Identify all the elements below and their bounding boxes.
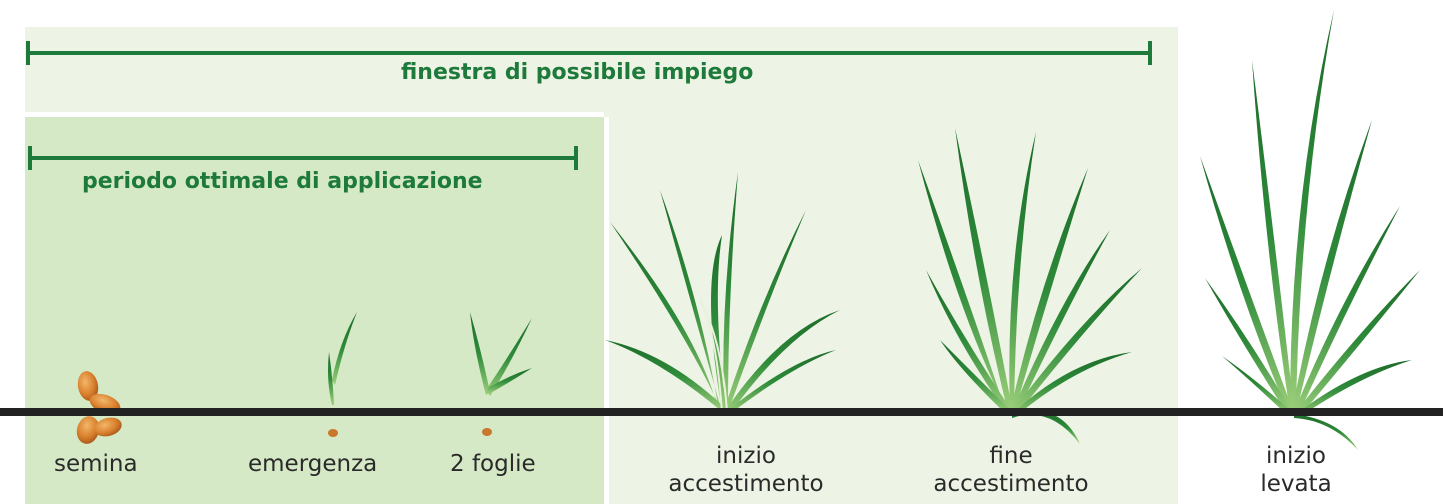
stage-label-line: inizio xyxy=(1266,443,1326,469)
stage-label-line: accestimento xyxy=(668,471,824,497)
stage-label-line: accestimento xyxy=(933,471,1089,497)
seedling-icon xyxy=(470,312,532,436)
ground-line xyxy=(0,408,1443,416)
stage-label-inizio-accestimento: inizio accestimento xyxy=(606,442,886,498)
stage-label-emergenza: emergenza xyxy=(248,451,378,477)
stage-label-2-foglie: 2 foglie xyxy=(450,451,536,477)
wheat-plant-icon xyxy=(918,128,1142,444)
window-range-label: finestra di possibile impiego xyxy=(401,60,754,85)
wheat-plant-icon xyxy=(1200,10,1420,450)
optimal-range-bar xyxy=(28,146,578,170)
wheat-plant-icon xyxy=(605,172,840,414)
stage-label-inizio-levata: inizio levata xyxy=(1236,442,1356,498)
optimal-range-label: periodo ottimale di applicazione xyxy=(82,169,483,194)
stage-label-semina: semina xyxy=(54,451,138,477)
wheat-seeds-icon xyxy=(76,371,122,444)
stage-label-fine-accestimento: fine accestimento xyxy=(896,442,1126,498)
stage-label-line: fine xyxy=(989,443,1033,469)
optimal-period-zone xyxy=(25,117,604,504)
window-range-bar xyxy=(26,41,1152,65)
seedling-icon xyxy=(328,312,357,437)
stage-label-line: levata xyxy=(1260,471,1332,497)
stage-label-line: inizio xyxy=(716,443,776,469)
